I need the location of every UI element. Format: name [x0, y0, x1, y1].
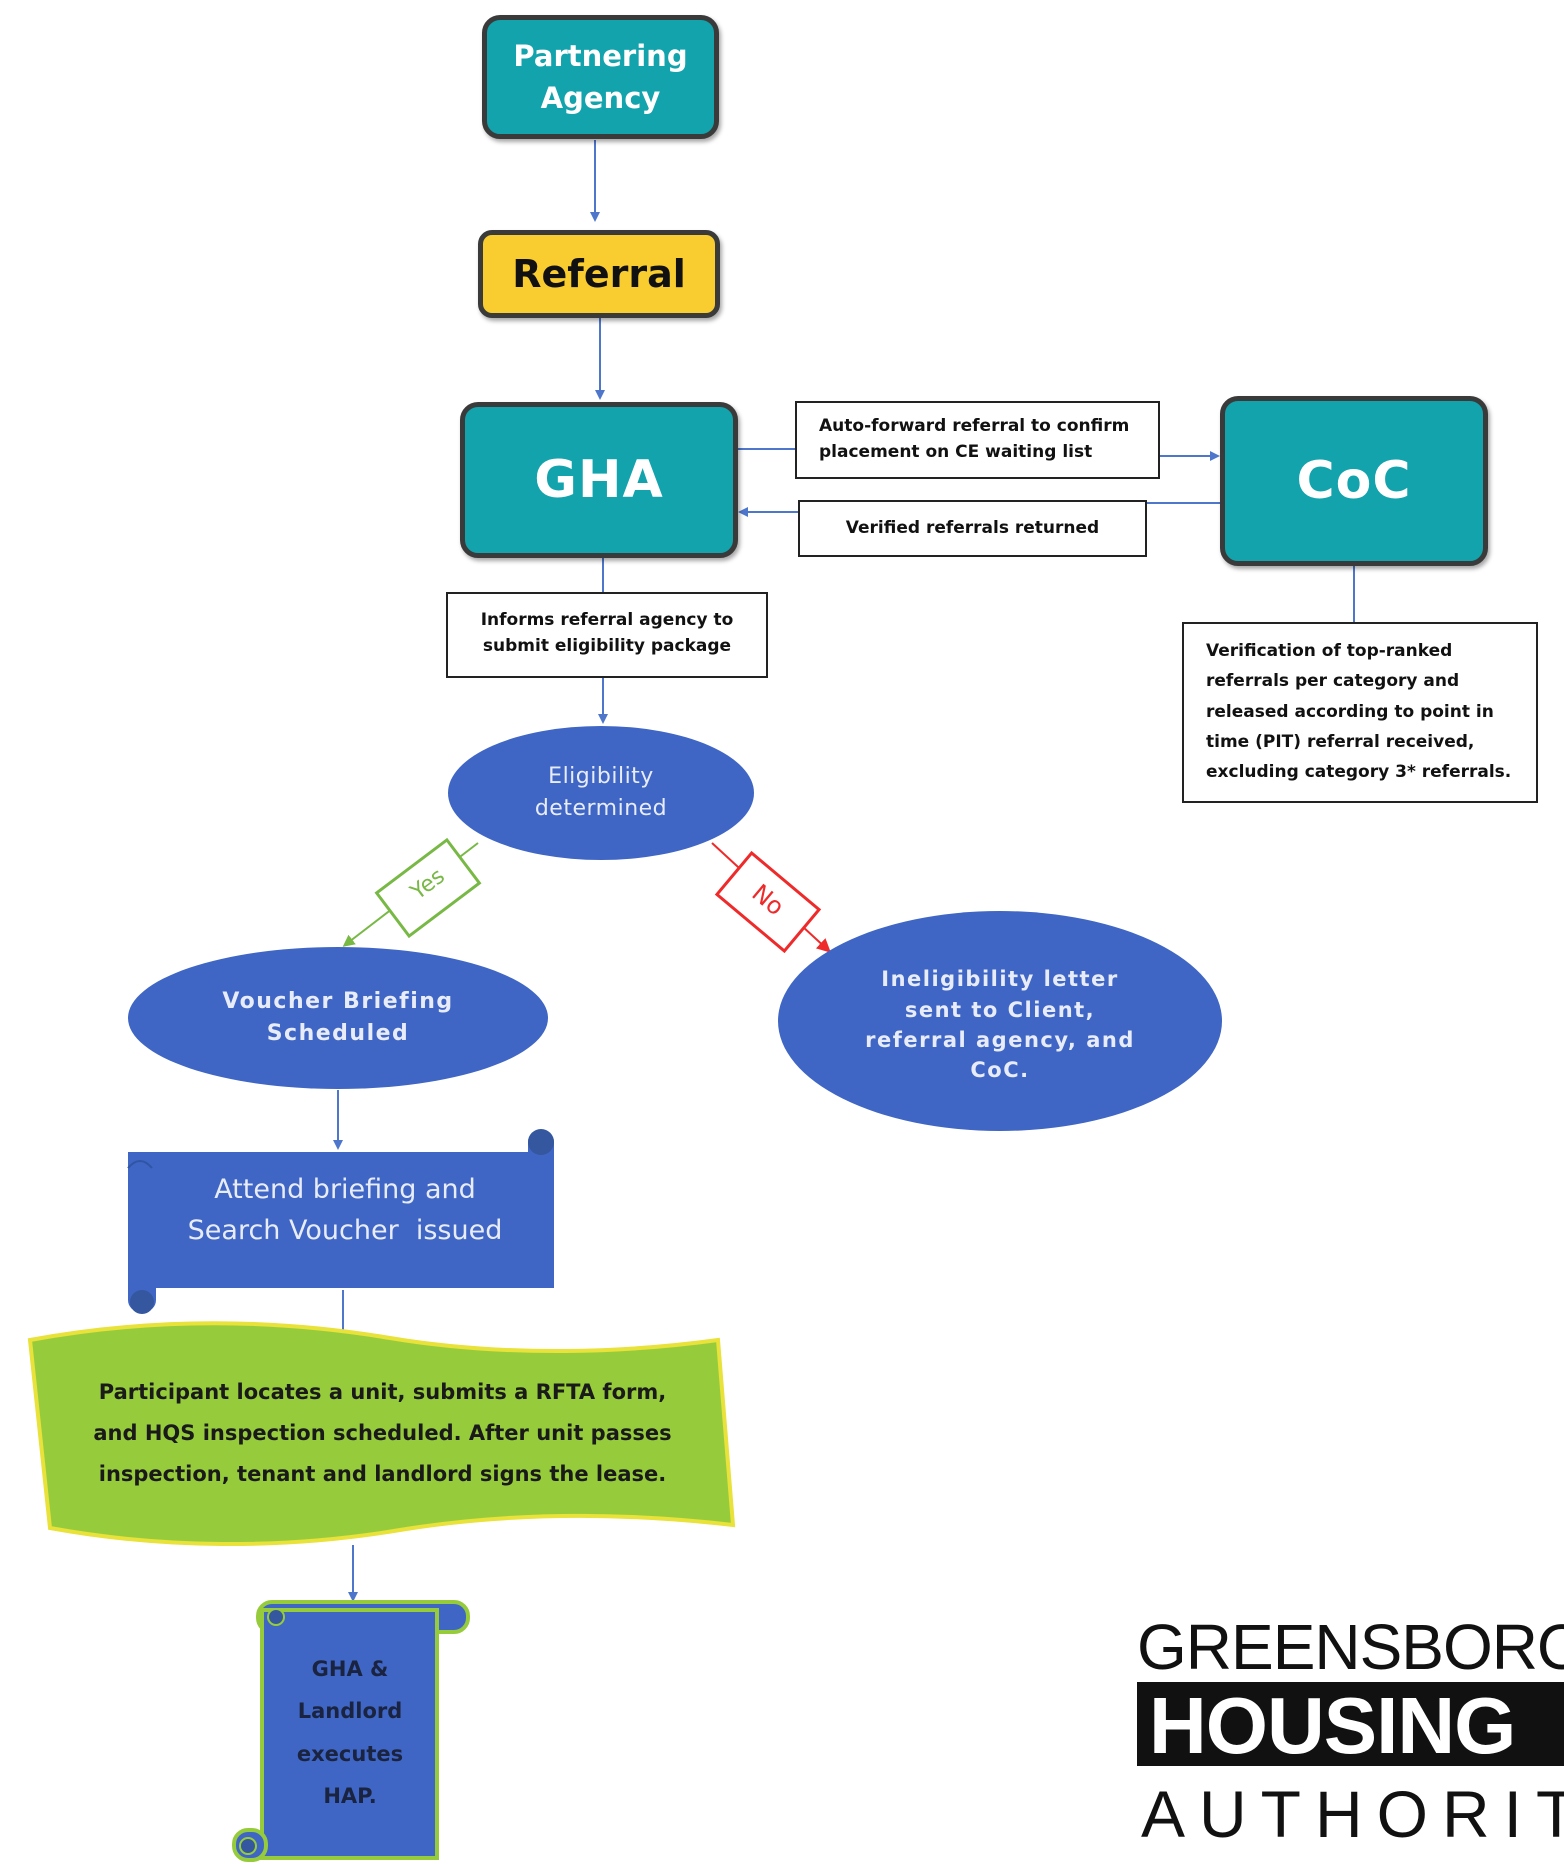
referral-label: Referral	[512, 252, 686, 296]
eligibility-line1: Eligibility	[548, 764, 654, 790]
voucher-briefing-ellipse	[128, 947, 548, 1089]
voucher-briefing-text: Voucher Briefing Scheduled	[140, 975, 536, 1061]
attend-briefing-text: Attend briefing and Search Voucher issue…	[160, 1170, 530, 1251]
coc-label: CoC	[1296, 451, 1412, 511]
gha-label: GHA	[534, 450, 664, 510]
partnering-agency-node: Partnering Agency	[482, 15, 719, 139]
hap-line1: GHA &	[311, 1657, 389, 1681]
eligibility-text: Eligibility determined	[448, 740, 754, 846]
ineligibility-line1: Ineligibility letter	[881, 967, 1119, 992]
logo-line-authority: AUTHORITY	[1141, 1777, 1564, 1851]
verified-returned-note: Verified referrals returned	[798, 500, 1147, 557]
attend-briefing-scroll	[127, 1129, 554, 1314]
eligibility-line2: determined	[534, 796, 668, 821]
attend-briefing-line1: Attend briefing and	[214, 1174, 476, 1205]
eligibility-ellipse	[448, 726, 754, 860]
ineligibility-line3: referral agency, and	[865, 1028, 1135, 1052]
verification-line4: time (PIT) referral received,	[1206, 731, 1475, 752]
yes-label-box	[374, 837, 482, 939]
voucher-briefing-line2: Scheduled	[266, 1021, 410, 1046]
ineligibility-text: Ineligibility letter sent to Client, ref…	[800, 955, 1200, 1095]
participant-text: Participant locates a unit, submits a RF…	[60, 1372, 705, 1495]
verification-line2: referrals per category and	[1206, 671, 1460, 692]
informs-referral-note: Informs referral agency to submit eligib…	[446, 592, 768, 678]
attend-briefing-line2: Search Voucher issued	[187, 1214, 503, 1246]
logo-line-housing: HOUSING	[1149, 1681, 1516, 1770]
ineligibility-ellipse	[778, 911, 1222, 1131]
ineligibility-line4: CoC.	[970, 1058, 1030, 1083]
partnering-agency-line2: Agency	[540, 81, 661, 115]
coc-node: CoC	[1220, 396, 1488, 566]
hap-text: GHA & Landlord executes HAP.	[270, 1648, 430, 1818]
hap-line3: executes	[296, 1741, 404, 1766]
verified-returned-label: Verified referrals returned	[845, 518, 1100, 539]
hap-line4: HAP.	[323, 1784, 377, 1809]
hap-scroll	[232, 1600, 470, 1862]
verification-line3: released according to point in	[1206, 701, 1494, 722]
coc-verification-note: Verification of top-ranked referrals per…	[1182, 622, 1538, 803]
auto-forward-note: Auto-forward referral to confirm placeme…	[795, 401, 1160, 479]
participant-line2: and HQS inspection scheduled. After unit…	[93, 1420, 672, 1445]
participant-wavy-banner	[27, 1321, 736, 1547]
voucher-briefing-line1: Voucher Briefing	[222, 989, 454, 1015]
logo-line-greensboro: GREENSBORO	[1137, 1611, 1564, 1683]
informs-line2: submit eligibility package	[482, 636, 732, 657]
no-label-box	[714, 850, 822, 954]
informs-line1: Informs referral agency to	[480, 610, 734, 630]
ineligibility-line2: sent to Client,	[904, 997, 1096, 1022]
logo-housing-band	[1137, 1682, 1564, 1766]
partnering-agency-line1: Partnering	[513, 38, 688, 73]
verification-line1: Verification of top-ranked	[1206, 641, 1453, 661]
gha-logo: GREENSBORO HOUSING AUTHORITY	[1135, 1610, 1564, 1864]
auto-forward-line2: placement on CE waiting list	[819, 442, 1093, 463]
participant-line1: Participant locates a unit, submits a RF…	[98, 1380, 667, 1404]
verification-line5: excluding category 3* referrals.	[1206, 762, 1512, 782]
gha-node: GHA	[460, 402, 738, 558]
hap-line2: Landlord	[297, 1699, 403, 1724]
participant-line3: inspection, tenant and landlord signs th…	[98, 1461, 667, 1486]
referral-node: Referral	[478, 230, 720, 318]
auto-forward-line1: Auto-forward referral to confirm	[819, 416, 1130, 436]
